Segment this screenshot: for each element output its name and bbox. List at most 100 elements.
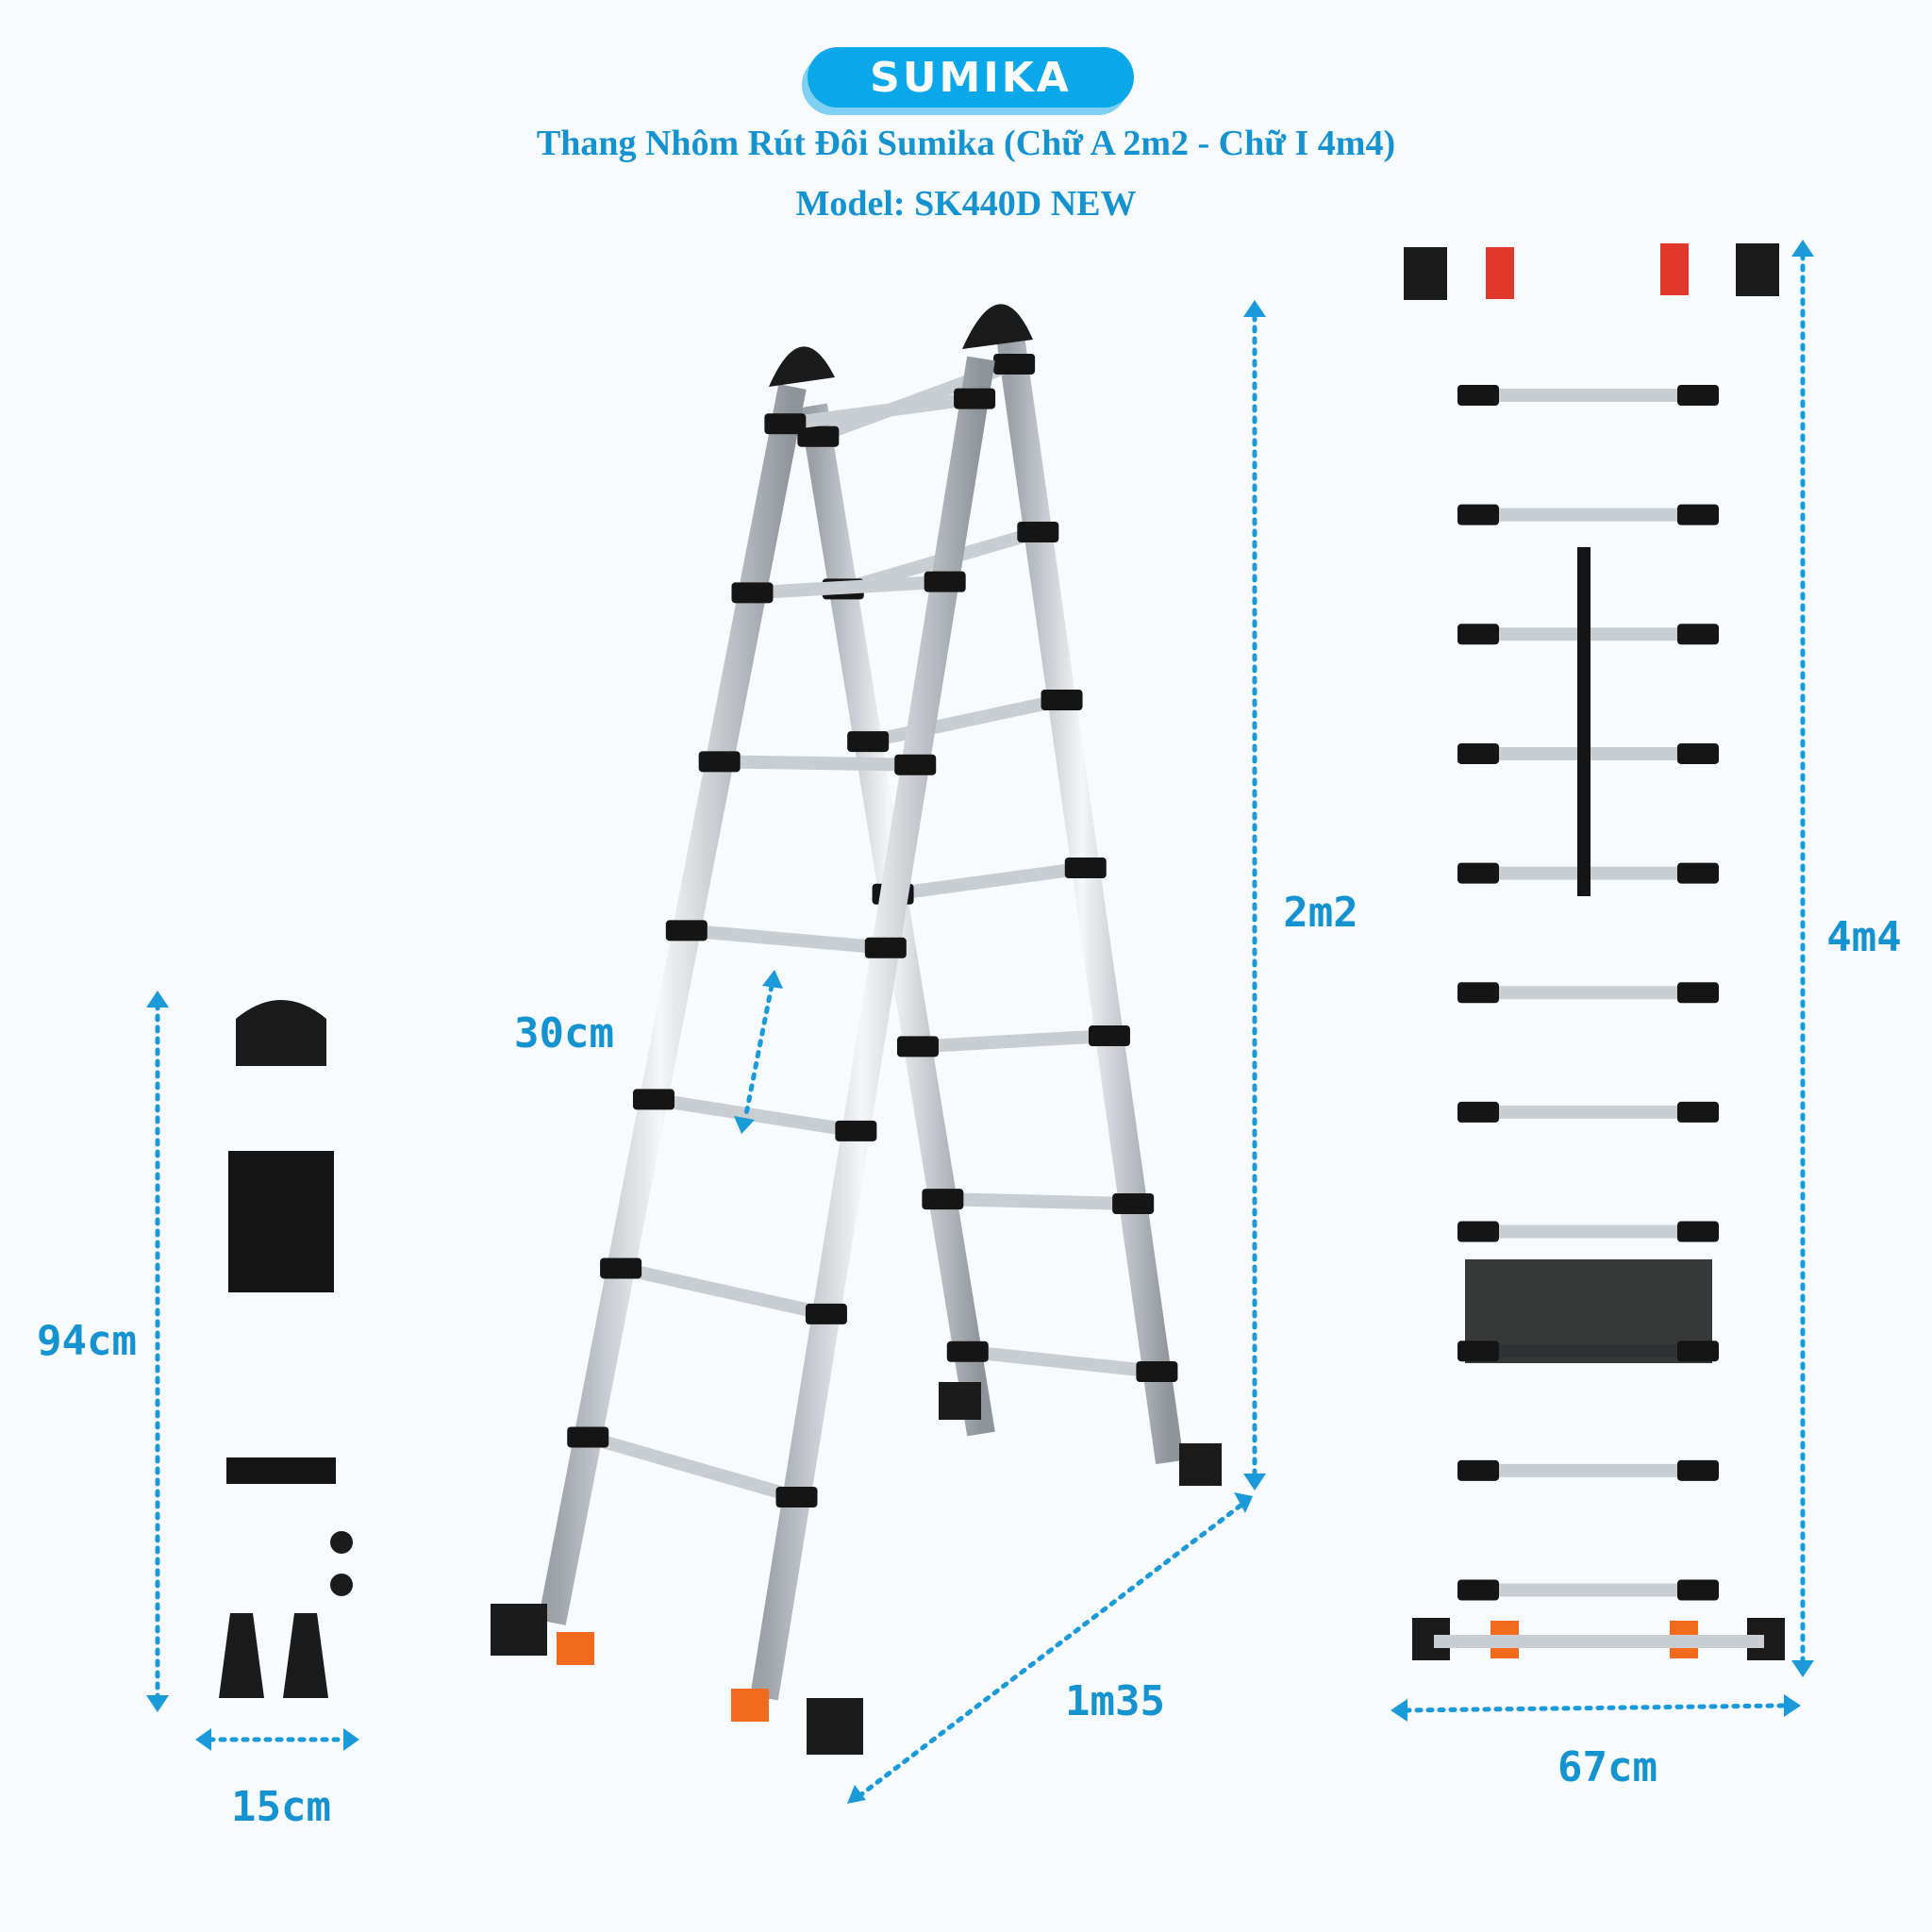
foot-bracket xyxy=(731,1689,769,1722)
dim-straight-width: 67cm xyxy=(1391,1694,1801,1791)
foot xyxy=(219,1613,264,1698)
straight-height-label: 4m4 xyxy=(1826,913,1901,961)
folded-ladder xyxy=(219,1000,353,1698)
rung-clamp xyxy=(894,754,937,775)
rung xyxy=(891,861,1087,901)
rung-clamp xyxy=(1457,982,1499,1004)
rung-clamp xyxy=(1088,1025,1130,1046)
rung-clamp xyxy=(1457,742,1499,764)
rung xyxy=(967,1344,1158,1378)
sumika-logo: SUMIKA xyxy=(808,47,1134,108)
dim-folded-height: 94cm xyxy=(37,991,169,1712)
rung-clamp xyxy=(1457,1579,1499,1601)
rung-spacing-label: 30cm xyxy=(514,1009,614,1058)
rung-clamp xyxy=(731,582,774,604)
rung-clamp xyxy=(805,1303,847,1324)
rung-clamp xyxy=(698,751,741,773)
rung-clamps xyxy=(228,1151,334,1292)
rung-clamp xyxy=(1677,385,1719,406)
rung-clamp xyxy=(922,1189,964,1210)
rung-clamp xyxy=(1136,1361,1178,1382)
rung xyxy=(586,1430,799,1504)
rung-clamp xyxy=(1677,742,1719,764)
rung-clamp xyxy=(946,1341,989,1362)
rung-clamp xyxy=(764,413,807,435)
dim-folded-width: 15cm xyxy=(195,1728,359,1831)
top-bracket xyxy=(1486,247,1514,299)
rung-clamp xyxy=(632,1089,675,1110)
rung-clamp xyxy=(1457,1101,1499,1123)
rung xyxy=(652,1092,858,1138)
foot-bracket xyxy=(557,1632,594,1665)
product-model: Model: SK440D NEW xyxy=(795,184,1137,224)
rung xyxy=(619,1261,828,1321)
dim-straight-height: 4m4 xyxy=(1791,240,1902,1677)
rung-clamp xyxy=(1064,858,1107,878)
a-frame-ladder xyxy=(491,304,1222,1755)
rung-clamp xyxy=(1457,385,1499,406)
rung-clamp xyxy=(665,920,708,941)
foot xyxy=(283,1613,328,1698)
product-title: Thang Nhôm Rút Đôi Sumika (Chữ A 2m2 - C… xyxy=(536,124,1396,163)
rung-clamps xyxy=(1465,1259,1712,1363)
top-bracket xyxy=(1660,243,1689,295)
rung-clamp xyxy=(954,388,996,409)
rung-clamp xyxy=(1017,522,1059,542)
rung-clamp xyxy=(1457,862,1499,884)
rung xyxy=(942,1192,1134,1210)
rung-clamp xyxy=(1457,504,1499,525)
foot xyxy=(807,1698,863,1755)
rung-clamp xyxy=(797,425,840,447)
rung-clamp xyxy=(896,1036,939,1058)
dim-rung-spacing: 30cm xyxy=(514,970,783,1134)
rung xyxy=(719,755,916,772)
rung-clamp xyxy=(1677,1579,1719,1601)
rung xyxy=(866,693,1064,748)
rung-clamp xyxy=(1677,1221,1719,1242)
a-frame-height-label: 2m2 xyxy=(1283,889,1357,937)
rung xyxy=(784,391,976,431)
dim-a-frame-base: 1m35 xyxy=(847,1492,1253,1804)
rung-clamp xyxy=(1677,862,1719,884)
rung-clamp xyxy=(1677,504,1719,525)
hinge-joint xyxy=(769,346,835,387)
rung-clamp xyxy=(835,1120,877,1141)
rung-clamp xyxy=(1112,1193,1155,1214)
hinge-joint xyxy=(962,304,1033,349)
foot xyxy=(939,1382,981,1420)
rung xyxy=(917,1029,1110,1054)
straight-ladder xyxy=(1404,243,1785,1660)
rung-clamp xyxy=(1677,982,1719,1004)
rung-clamp xyxy=(775,1487,818,1507)
wheel xyxy=(330,1531,353,1554)
clamp xyxy=(226,1457,336,1484)
straight-width-label: 67cm xyxy=(1557,1743,1657,1791)
rung-clamp xyxy=(1457,1221,1499,1242)
rung-clamp xyxy=(924,571,966,592)
rung-clamp xyxy=(1041,690,1083,710)
folded-height-label: 94cm xyxy=(37,1317,137,1365)
rung-clamp xyxy=(1457,624,1499,645)
top-cap xyxy=(1736,243,1779,296)
rung-clamp xyxy=(864,937,907,958)
rung-clamp xyxy=(1677,624,1719,645)
rung xyxy=(686,924,887,955)
back-rail xyxy=(995,327,1184,1465)
strap xyxy=(1577,547,1591,896)
wheel xyxy=(330,1574,353,1596)
rung-clamp xyxy=(1677,1459,1719,1481)
dim-a-frame-height: 2m2 xyxy=(1243,300,1358,1491)
a-frame-base-label: 1m35 xyxy=(1065,1677,1165,1725)
hinge-joint xyxy=(236,1000,326,1066)
folded-width-label: 15cm xyxy=(231,1783,331,1831)
rung-clamp xyxy=(1457,1459,1499,1481)
foot xyxy=(1179,1443,1222,1486)
rung-clamp xyxy=(847,731,890,753)
rung xyxy=(752,575,946,600)
top-cap xyxy=(1404,247,1447,300)
rung-clamp xyxy=(993,354,1036,375)
rung-clamp xyxy=(1677,1101,1719,1123)
rung-clamp xyxy=(567,1426,609,1448)
foot xyxy=(491,1604,547,1656)
